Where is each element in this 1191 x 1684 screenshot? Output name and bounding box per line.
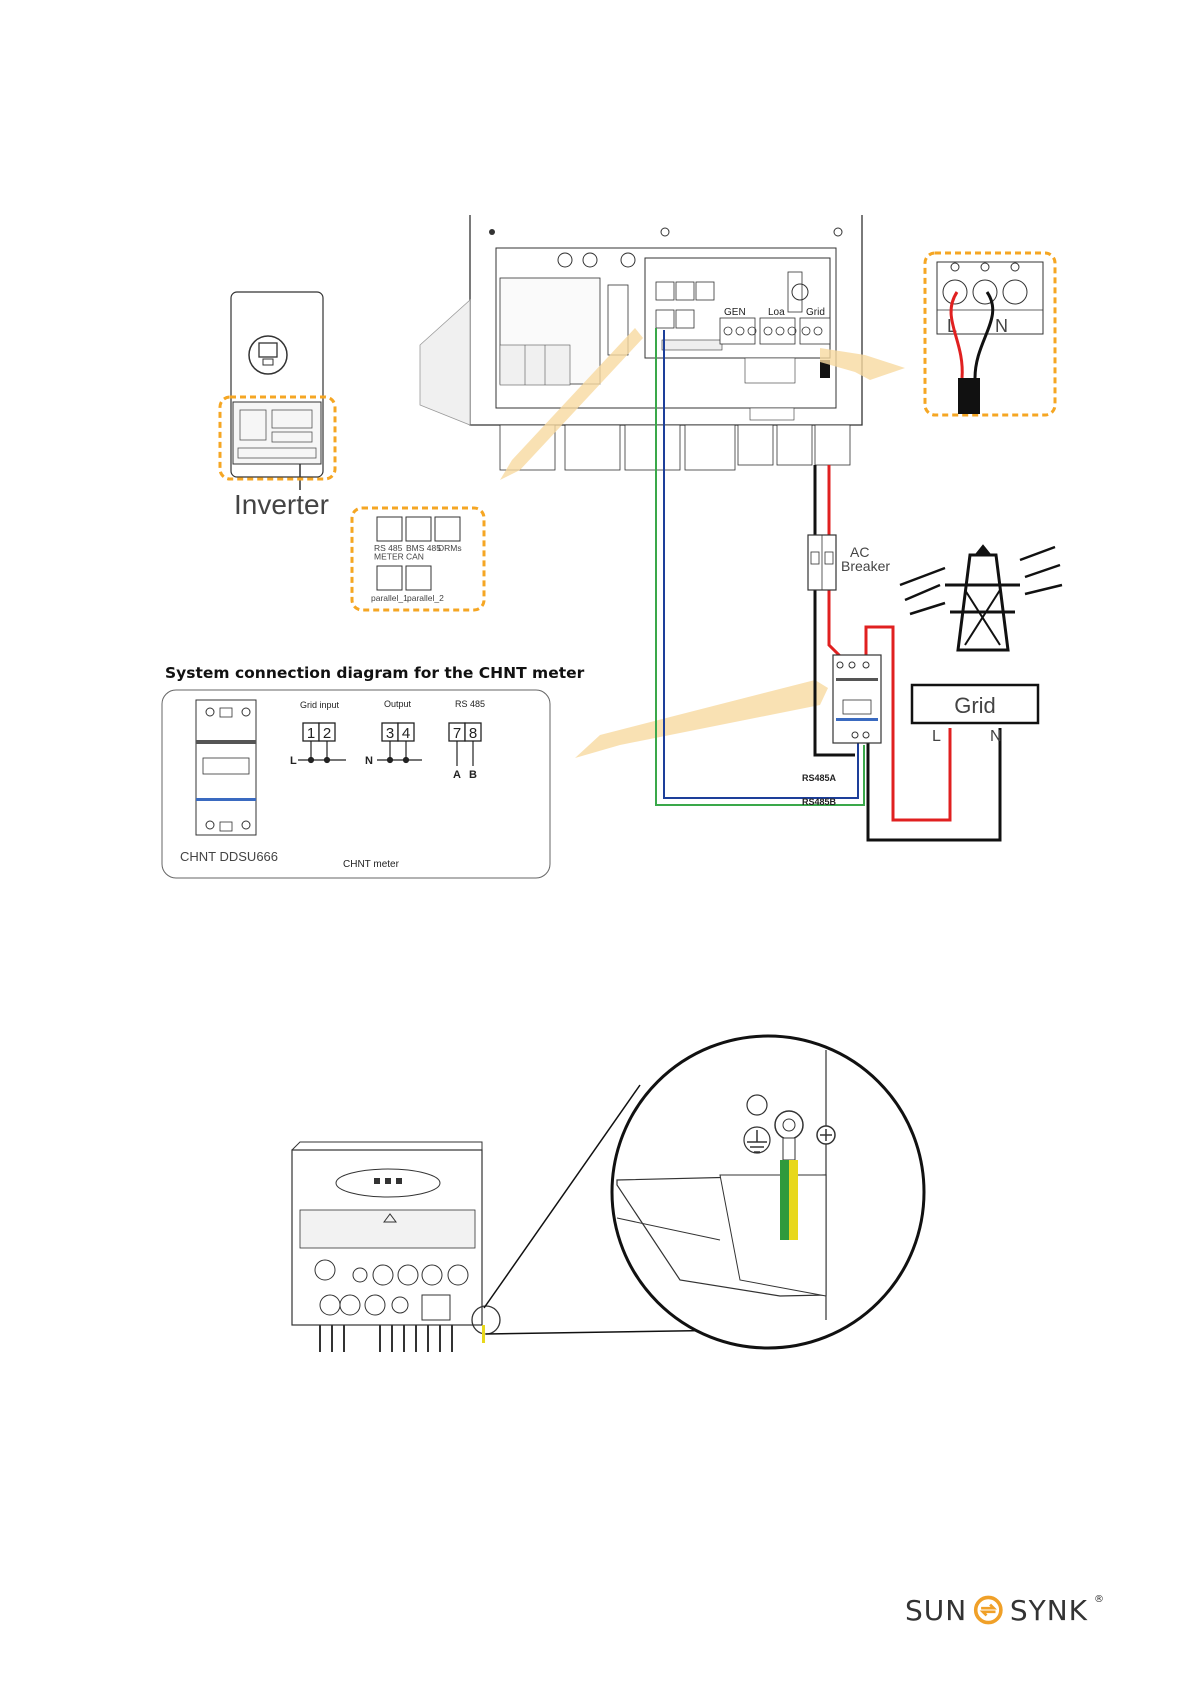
terminal-2: 2 (323, 725, 331, 742)
inverter-label: Inverter (234, 489, 329, 520)
terminal-3: 3 (386, 725, 394, 742)
inverter-thumbnail: Inverter (220, 292, 335, 520)
grid-terminal-zoom: L N (925, 253, 1055, 415)
earth-terminal-zoom (612, 1036, 924, 1348)
logo-text-left: SUN (905, 1594, 967, 1627)
rs485a-label: RS485A (802, 773, 837, 783)
grid-box-l: L (932, 728, 941, 745)
meter-a-label: A (453, 769, 461, 781)
rs485b-label: RS485B (802, 797, 837, 807)
diagram-meter-connection: Inverter (162, 215, 1062, 878)
meter-panel-title: System connection diagram for the CHNT m… (165, 664, 585, 682)
terminal-1: 1 (307, 725, 315, 742)
terminal-4: 4 (402, 725, 410, 742)
chnt-meter-panel: System connection diagram for the CHNT m… (162, 664, 585, 878)
logo-text-right: SYNK (1010, 1594, 1088, 1627)
terminal-load-label: Loa (768, 307, 785, 318)
registered-mark: ® (1094, 1594, 1105, 1605)
logo-mark-icon (973, 1593, 1004, 1627)
ac-breaker-label-2: Breaker (841, 558, 890, 574)
terminal-7: 7 (453, 725, 461, 742)
diagram-earth-connection (292, 1036, 924, 1352)
terminal-gen-label: GEN (724, 307, 746, 318)
meter-model-label: CHNT DDSU666 (180, 849, 278, 864)
chnt-meter-device (833, 655, 881, 743)
grid-terminal-n: N (995, 316, 1008, 336)
port-parallel1-label: parallel_1 (371, 593, 408, 603)
meter-n-label: N (365, 755, 373, 767)
meter-caption: CHNT meter (343, 859, 400, 870)
terminal-grid-label: Grid (806, 307, 825, 318)
power-wiring (815, 465, 1000, 840)
grid-input-label: Grid input (300, 700, 340, 710)
sunsynk-logo: SUN SYNK ® (905, 1590, 1105, 1630)
grid-box-label: Grid (954, 693, 996, 718)
port-drms-label: DRMs (438, 543, 462, 553)
grid-pylon-icon (900, 545, 1062, 650)
port-parallel2-label: parallel_2 (407, 593, 444, 603)
grid-box: Grid L N (912, 685, 1038, 745)
ac-breaker: AC Breaker (808, 535, 890, 590)
grid-box-n: N (990, 728, 1002, 745)
rs485-header-label: RS 485 (455, 699, 485, 709)
output-label: Output (384, 699, 412, 709)
inverter-bottom-view (292, 1142, 500, 1352)
terminal-8: 8 (469, 725, 477, 742)
inverter-wiring-panel: GEN Loa Grid (420, 215, 862, 470)
meter-l-label: L (290, 755, 297, 767)
meter-b-label: B (469, 769, 477, 781)
